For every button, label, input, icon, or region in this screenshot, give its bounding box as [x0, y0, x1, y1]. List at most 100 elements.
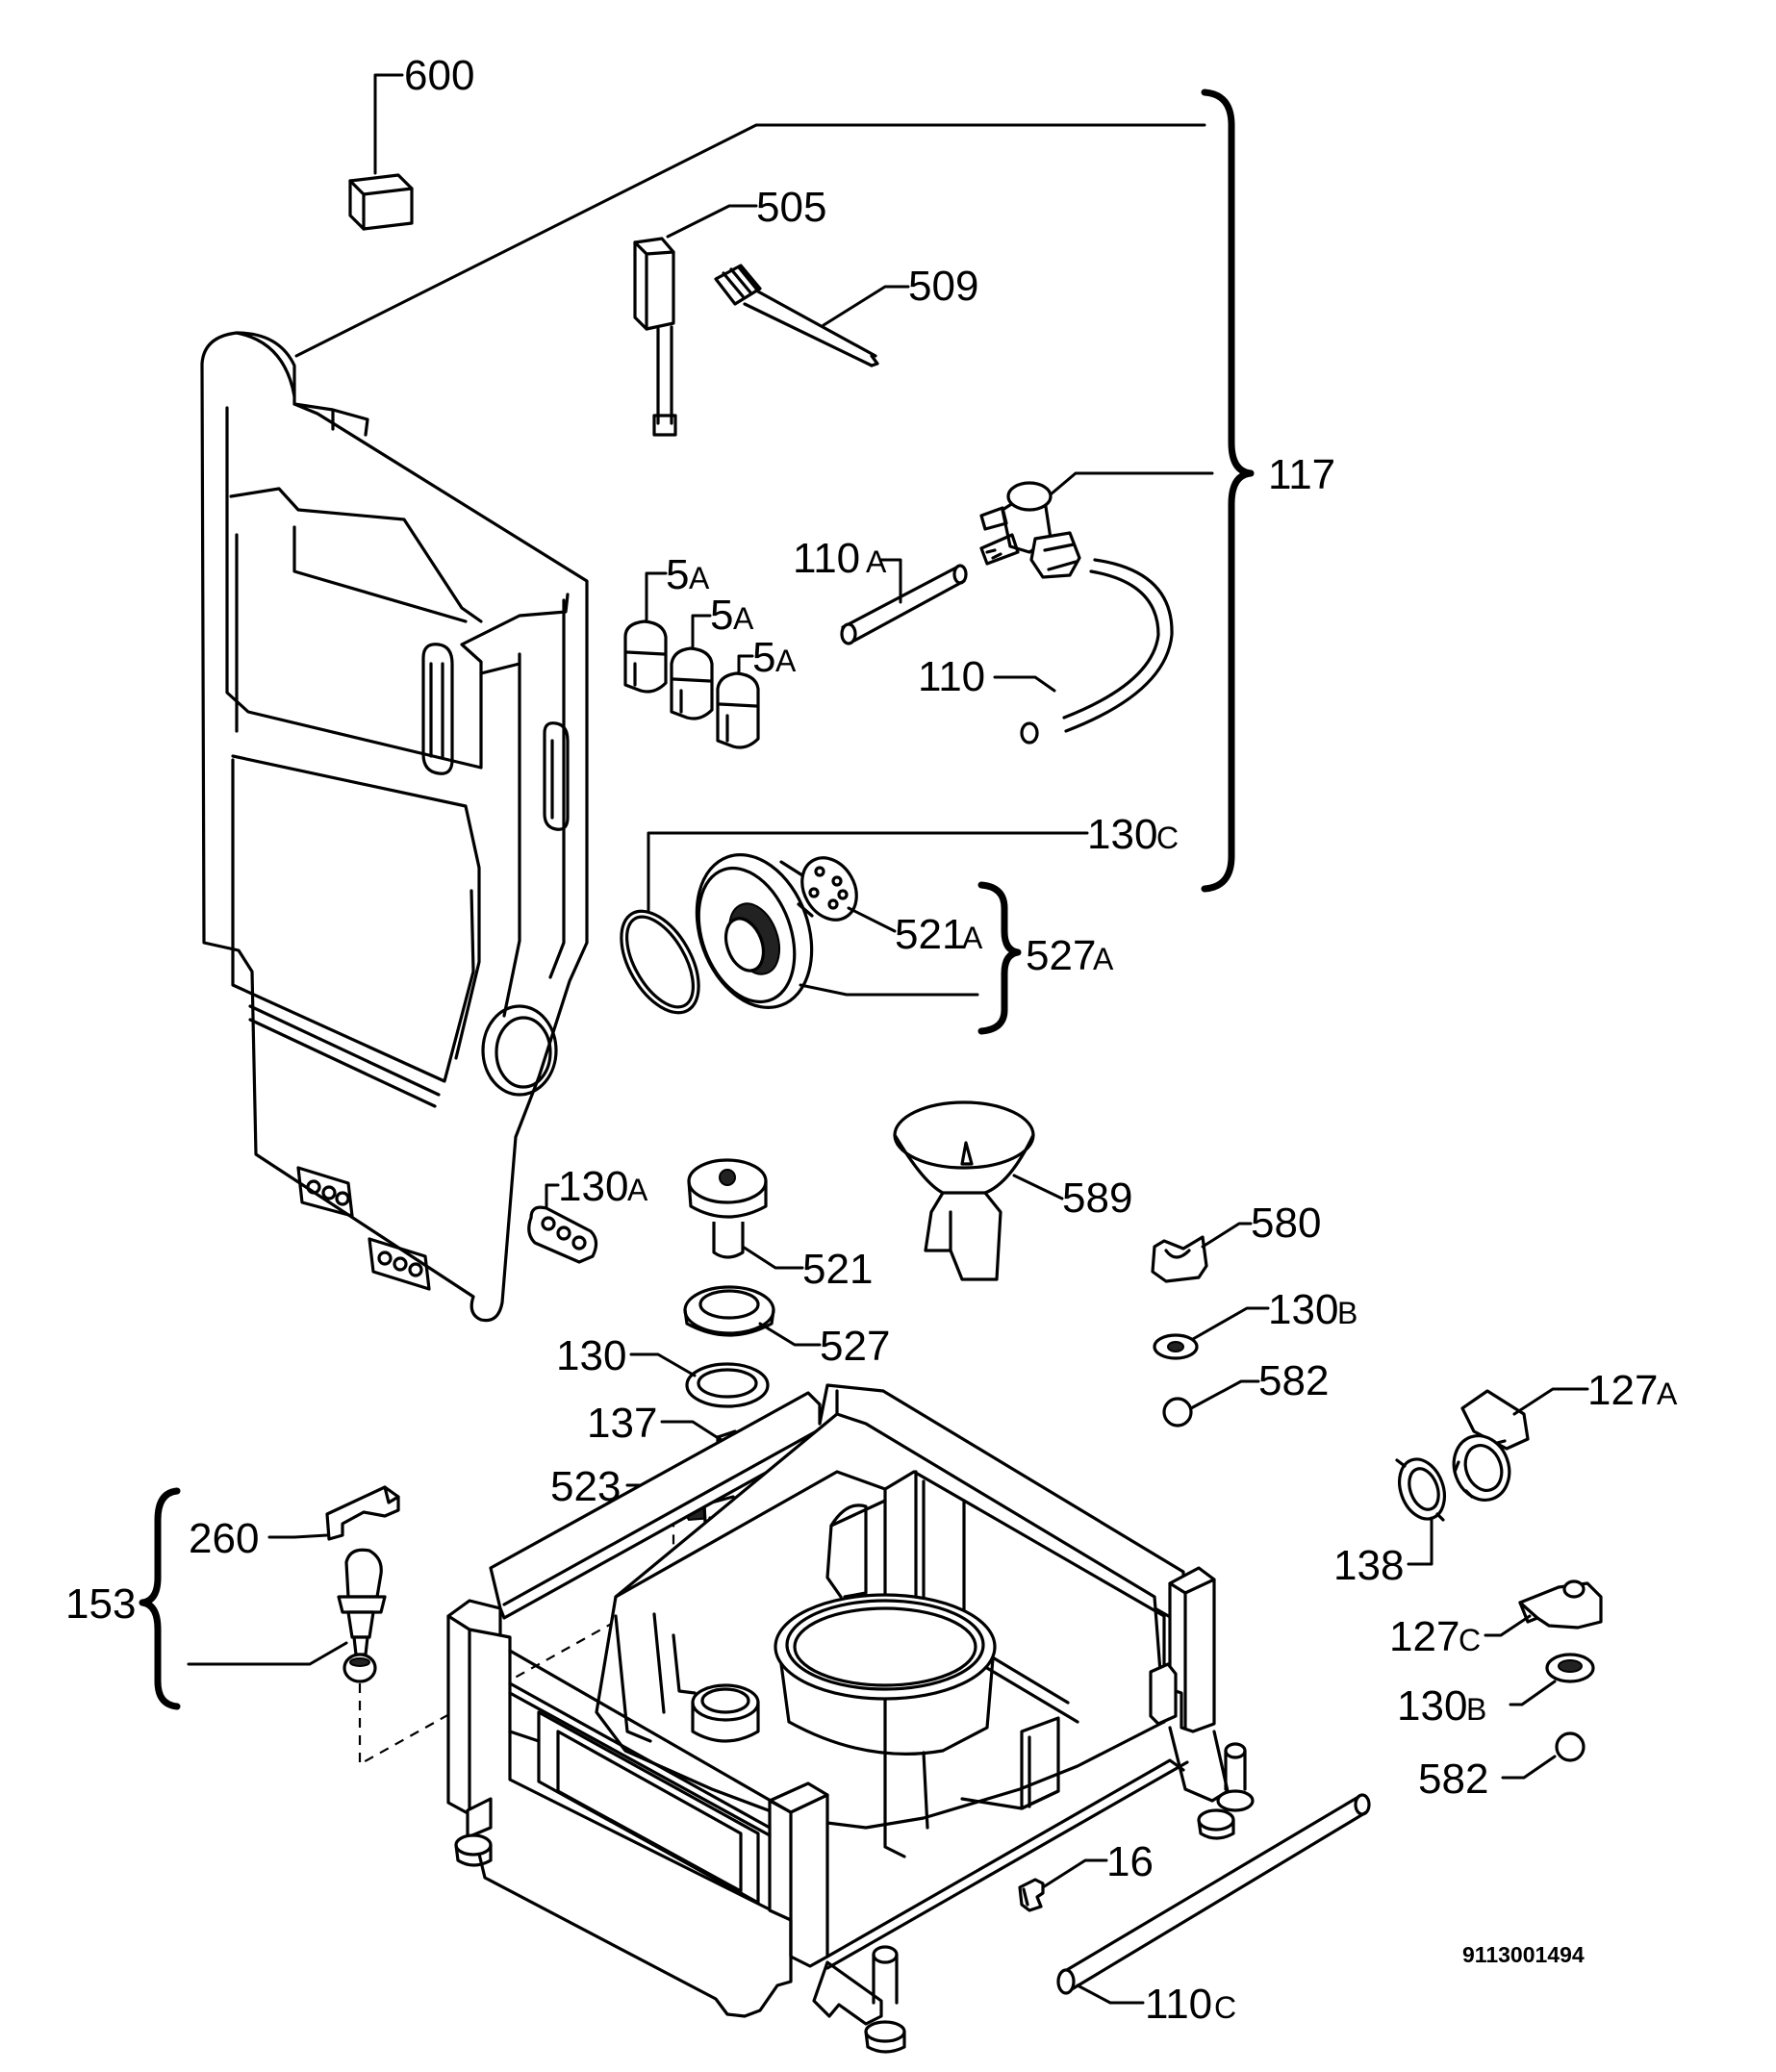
label-117: 117: [1268, 451, 1335, 498]
label-127a: 127: [1587, 1367, 1658, 1414]
label-600: 600: [404, 52, 474, 99]
label-110c: 110: [1145, 1981, 1212, 2028]
label-16: 16: [1106, 1838, 1154, 1885]
leader-130a: [545, 1183, 560, 1208]
leader-582-lower: [1501, 1755, 1557, 1780]
leader-589: [1012, 1174, 1064, 1200]
leader-153: [187, 1641, 348, 1666]
part-5a-button-2: [670, 646, 714, 720]
part-water-valve: [979, 481, 1081, 579]
leader-127c: [1484, 1614, 1532, 1637]
label-130a: 130: [558, 1163, 628, 1210]
leader-130b-upper: [1191, 1306, 1270, 1341]
label-527a-sub: A: [1093, 942, 1114, 976]
label-527a: 527: [1026, 932, 1096, 979]
leader-117-valve: [1049, 471, 1214, 496]
label-110c-sub: C: [1214, 1990, 1236, 2025]
label-130b-upper: 130: [1268, 1286, 1338, 1333]
leader-505: [666, 204, 758, 239]
leader-110a: [879, 558, 902, 604]
part-base-frame: [446, 1383, 1255, 2054]
leader-600: [373, 73, 404, 175]
part-sump-back-panel: [200, 331, 589, 1323]
leader-110c: [1076, 1984, 1145, 2005]
leader-527a: [799, 983, 979, 997]
part-521a-disc: [800, 856, 858, 922]
leader-130c: [647, 831, 1089, 912]
leader-138: [1407, 1516, 1433, 1566]
part-127a-connector: [1452, 1389, 1530, 1502]
label-582-lower: 582: [1418, 1756, 1488, 1803]
leader-509: [822, 285, 910, 327]
label-153: 153: [65, 1580, 136, 1628]
part-130c-ring: [620, 909, 700, 1015]
label-130a-sub: A: [627, 1173, 648, 1207]
part-130-ring: [685, 1362, 770, 1408]
leader-127a: [1512, 1387, 1589, 1416]
label-580: 580: [1251, 1200, 1321, 1247]
label-5a-3: 5: [752, 634, 775, 681]
part-130a-gasket: [527, 1205, 598, 1264]
part-505-probe: [633, 237, 677, 437]
label-509: 509: [908, 263, 978, 310]
label-5a-2: 5: [710, 592, 733, 639]
part-130b-washer-upper: [1153, 1333, 1199, 1360]
part-110-hose: [1020, 558, 1174, 745]
label-582-upper: 582: [1258, 1357, 1329, 1404]
part-110a-tube: [840, 564, 968, 645]
part-582-ball-upper: [1162, 1397, 1193, 1428]
part-527a-wheel: [695, 853, 814, 1009]
label-130b-lower: 130: [1397, 1682, 1467, 1730]
part-580-cap: [1151, 1235, 1208, 1283]
part-16-clip: [1018, 1878, 1045, 1912]
label-127a-sub: A: [1657, 1377, 1678, 1411]
part-509-rod: [714, 264, 879, 367]
label-130b-lower-sub: B: [1466, 1692, 1486, 1727]
leader-521a: [847, 906, 897, 933]
leader-580: [1201, 1222, 1253, 1249]
part-153-float-valve: [337, 1548, 387, 1683]
leader-260: [267, 1533, 329, 1539]
leader-130: [629, 1352, 697, 1377]
label-127c-sub: C: [1459, 1623, 1481, 1657]
leader-5a-3: [737, 654, 754, 673]
label-505: 505: [756, 184, 826, 231]
leader-5a-2: [691, 614, 712, 648]
label-521a: 521: [895, 911, 965, 958]
label-130c: 130: [1087, 811, 1157, 858]
leader-527: [758, 1322, 822, 1347]
label-589: 589: [1062, 1175, 1132, 1222]
part-527-nut: [683, 1285, 775, 1337]
part-600-block: [348, 173, 414, 231]
label-130b-upper-sub: B: [1337, 1296, 1357, 1330]
label-521a-sub: A: [962, 921, 983, 955]
part-582-ball-lower: [1555, 1731, 1586, 1762]
part-5a-button-1: [623, 619, 668, 694]
label-127c: 127: [1389, 1613, 1459, 1660]
drawing-code: 9113001494: [1462, 1942, 1585, 1967]
label-110a: 110: [793, 535, 860, 582]
part-521-knob: [687, 1158, 768, 1259]
part-130b-washer-lower: [1545, 1653, 1595, 1683]
leader-582-upper: [1189, 1379, 1260, 1410]
leader-110: [993, 675, 1056, 693]
label-138: 138: [1333, 1542, 1404, 1589]
leader-521: [741, 1245, 804, 1270]
leader-137: [660, 1420, 722, 1441]
part-138-clamp: [1395, 1457, 1446, 1522]
part-260-clip: [325, 1485, 400, 1541]
part-5a-button-3: [716, 671, 760, 749]
leader-5a-1: [645, 571, 668, 621]
leader-16: [1041, 1858, 1108, 1889]
label-130: 130: [556, 1332, 626, 1379]
label-110: 110: [918, 653, 985, 700]
label-527: 527: [820, 1323, 890, 1370]
leader-130b-lower: [1509, 1680, 1557, 1706]
label-260: 260: [189, 1515, 259, 1562]
dashed-assembly-line: [358, 1503, 675, 1766]
part-589-funnel: [893, 1100, 1035, 1281]
label-521: 521: [802, 1246, 873, 1293]
label-5a-1-sub: A: [689, 561, 710, 595]
label-5a-1: 5: [666, 551, 689, 598]
